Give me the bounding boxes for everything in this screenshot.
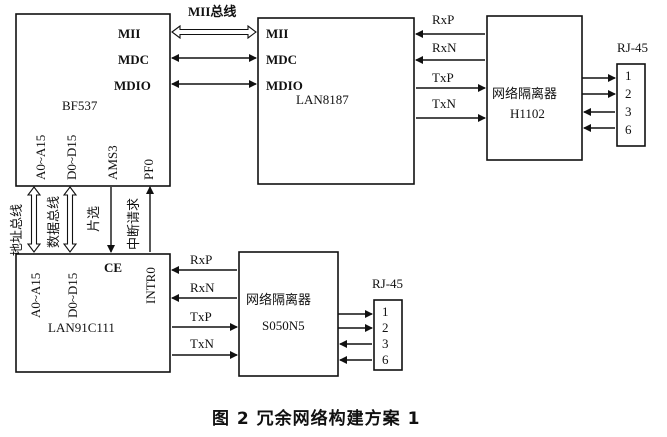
- h1102-block: [486, 15, 583, 161]
- lan8187-name: LAN8187: [296, 92, 349, 107]
- bf537-pin-data: D0~D15: [64, 135, 79, 180]
- bf537-mii-label: MII: [118, 26, 140, 41]
- top-rj45-pin: 1: [625, 68, 632, 83]
- lan8187-mdio-label: MDIO: [266, 78, 303, 93]
- lan91c111-block: [15, 253, 171, 373]
- bf537-pin-ams3: AMS3: [105, 145, 120, 180]
- top-txn-label: TxN: [432, 96, 456, 111]
- bf537-mdio-label: MDIO: [114, 78, 151, 93]
- address-bus-arrow: [26, 186, 42, 253]
- top-rj45-pin: 2: [625, 86, 632, 101]
- s050n5-block: [238, 251, 339, 377]
- bf537-block: [15, 13, 171, 187]
- top-rxp-label: RxP: [432, 12, 454, 27]
- bf537-name: BF537: [62, 98, 98, 113]
- lan8187-block: [257, 17, 415, 185]
- bottom-rxn-label: RxN: [190, 280, 215, 295]
- top-rj45-pin: 6: [625, 122, 632, 137]
- bottom-rj45-connector: [373, 299, 403, 371]
- lan8187-mii-label: MII: [266, 26, 288, 41]
- top-rxn-label: RxN: [432, 40, 457, 55]
- data-bus-arrow: [62, 186, 78, 253]
- lan91c111-pin-ce: CE: [104, 260, 122, 275]
- s050n5-line2: S050N5: [262, 318, 305, 333]
- bottom-rj45-pin: 2: [382, 320, 389, 335]
- bottom-rj45-pin: 6: [382, 352, 389, 367]
- top-rj45-title: RJ-45: [617, 40, 648, 55]
- bottom-rj45-pin: 1: [382, 304, 389, 319]
- mii-bus-label: MII总线: [188, 4, 236, 19]
- lan91c111-pin-intr0: INTR0: [143, 267, 158, 304]
- h1102-line1: 网络隔离器: [492, 86, 557, 101]
- chip-select-label: 片选: [86, 206, 101, 232]
- mii-bus-arrow: [171, 24, 257, 40]
- figure-caption: 图 2 冗余网络构建方案 1: [212, 408, 420, 429]
- top-txp-label: TxP: [432, 70, 454, 85]
- lan91c111-pin-data: D0~D15: [65, 273, 80, 318]
- bf537-pin-pf0: PF0: [141, 159, 156, 180]
- bottom-rj45-title: RJ-45: [372, 276, 403, 291]
- bottom-txp-label: TxP: [190, 309, 212, 324]
- lan91c111-name: LAN91C111: [48, 320, 115, 335]
- top-rj45-connector: [616, 63, 646, 147]
- bf537-mdc-label: MDC: [118, 52, 149, 67]
- bottom-txn-label: TxN: [190, 336, 214, 351]
- lan8187-mdc-label: MDC: [266, 52, 297, 67]
- bottom-rj45-pin: 3: [382, 336, 389, 351]
- s050n5-line1: 网络隔离器: [246, 292, 311, 307]
- bf537-pin-addr: A0~A15: [33, 135, 48, 180]
- address-bus-label: 地址总线: [9, 204, 24, 256]
- bottom-rxp-label: RxP: [190, 252, 212, 267]
- interrupt-label: 中断请求: [126, 198, 141, 250]
- data-bus-label: 数据总线: [46, 196, 61, 248]
- top-rj45-pin: 3: [625, 104, 632, 119]
- h1102-line2: H1102: [510, 106, 545, 121]
- lan91c111-pin-addr: A0~A15: [28, 273, 43, 318]
